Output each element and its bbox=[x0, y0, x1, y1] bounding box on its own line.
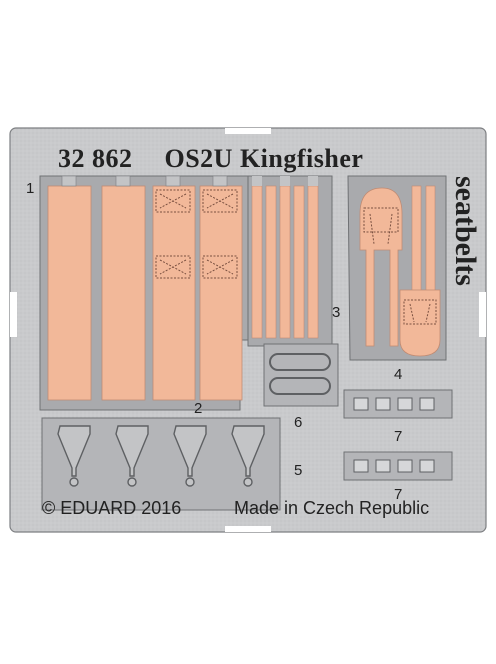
strap bbox=[101, 185, 146, 401]
buckle-marks bbox=[155, 189, 238, 279]
strap bbox=[411, 185, 422, 297]
product-title: 32 862 OS2U Kingfisher bbox=[58, 144, 363, 174]
part-1-strap-group bbox=[39, 175, 251, 411]
strap bbox=[199, 185, 243, 401]
part-4-harness bbox=[347, 175, 447, 361]
strap bbox=[279, 185, 291, 339]
part-6-loops bbox=[263, 343, 339, 407]
strap bbox=[265, 185, 277, 339]
part-7-adjusters-upper bbox=[343, 389, 453, 419]
fret-notch bbox=[10, 292, 17, 337]
part-5-buckles bbox=[41, 417, 281, 511]
product-name: OS2U Kingfisher bbox=[164, 144, 364, 173]
part-number-7-upper: 7 bbox=[394, 428, 403, 445]
product-number: 32 862 bbox=[58, 144, 133, 173]
strap bbox=[152, 185, 196, 401]
part-number-4: 4 bbox=[394, 366, 403, 383]
part-number-1: 1 bbox=[26, 180, 35, 197]
fret-notch bbox=[479, 292, 486, 337]
fret-notch bbox=[225, 128, 271, 134]
part-7-adjusters-lower bbox=[343, 451, 453, 481]
part-3-strap-group bbox=[247, 175, 333, 347]
part-number-5: 5 bbox=[294, 462, 303, 479]
part-number-2: 2 bbox=[194, 400, 203, 417]
fret-notch bbox=[225, 526, 271, 532]
part-number-7-lower: 7 bbox=[394, 486, 403, 503]
strap bbox=[425, 185, 436, 297]
strap bbox=[307, 185, 319, 339]
strap bbox=[293, 185, 305, 339]
subject-label: seatbelts bbox=[449, 176, 482, 286]
strap bbox=[251, 185, 263, 339]
origin-text: Made in Czech Republic bbox=[234, 498, 430, 518]
strap bbox=[47, 185, 92, 401]
part-number-6: 6 bbox=[294, 414, 303, 431]
copyright-text: © EDUARD 2016 bbox=[42, 498, 182, 518]
part-number-3: 3 bbox=[332, 304, 341, 321]
